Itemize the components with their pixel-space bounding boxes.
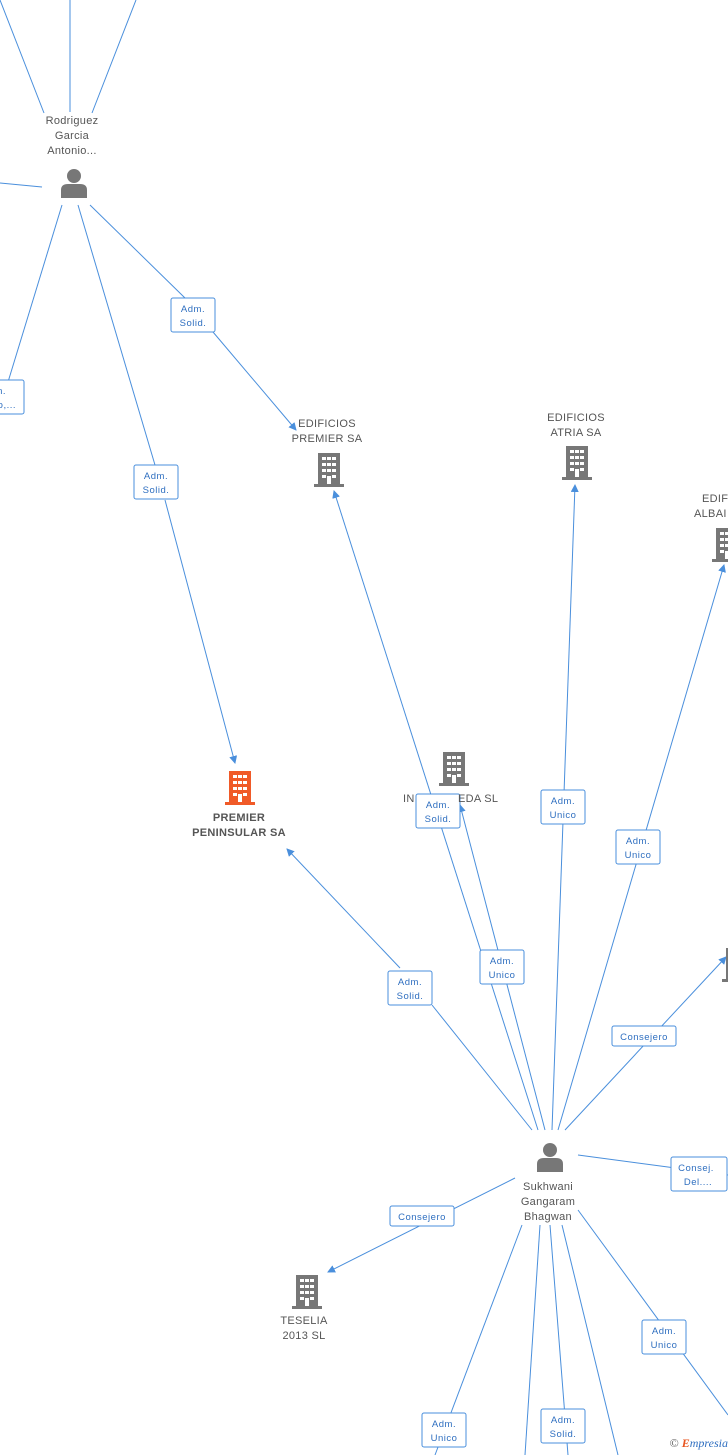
node-label: PREMIER (213, 812, 265, 824)
node-label: EDIFICIOS (298, 418, 356, 430)
node-label: ATRIA SA (550, 427, 601, 439)
svg-text:Consejero: Consejero (398, 1212, 446, 1223)
svg-text:Solid.: Solid. (143, 485, 170, 496)
company-node-edificios-atria[interactable]: EDIFICIOS ATRIA SA (547, 412, 605, 480)
svg-text:Consej.: Consej. (678, 1163, 714, 1174)
relation-badge[interactable]: Consej. Del.... (670, 1156, 728, 1192)
edge (77, 204, 156, 466)
edge (286, 848, 401, 969)
relation-badge[interactable]: Consejero (389, 1205, 455, 1227)
brand-name: mpresia (689, 1436, 728, 1450)
svg-text:Solid.: Solid. (397, 991, 424, 1002)
company-node-edificios-albai[interactable]: EDIFI ALBAI (694, 493, 728, 562)
svg-text:Adm.: Adm. (551, 796, 575, 807)
person-node-rodriguez[interactable]: Rodriguez Garcia Antonio... (46, 115, 99, 198)
company-node-premier-peninsular[interactable]: PREMIER PENINSULAR SA (192, 771, 286, 839)
company-node-partial-right[interactable] (722, 948, 728, 982)
relation-badge[interactable]: Adm. Solid. (415, 793, 461, 829)
svg-text:Solid.: Solid. (550, 1429, 577, 1440)
relation-badge[interactable]: n. o,... (0, 379, 25, 415)
svg-text:Solid.: Solid. (180, 318, 207, 329)
building-icon (722, 948, 728, 982)
svg-text:Adm.: Adm. (144, 471, 168, 482)
building-icon (439, 752, 469, 786)
edge (212, 331, 297, 431)
svg-text:Adm.: Adm. (626, 836, 650, 847)
building-icon (292, 1275, 322, 1309)
edge (91, 0, 137, 114)
node-label: Rodriguez (46, 115, 99, 127)
building-icon (712, 528, 728, 562)
edge (431, 1004, 533, 1131)
person-icon (61, 169, 87, 198)
svg-text:Adm.: Adm. (652, 1326, 676, 1337)
company-node-inda-meda[interactable]: IN EDA SL (403, 752, 498, 805)
building-icon (562, 446, 592, 480)
person-node-sukhwani[interactable]: Sukhwani Gangaram Bhagwan (521, 1143, 575, 1223)
edge (164, 499, 238, 764)
relation-badge[interactable]: Adm. Unico (641, 1319, 687, 1355)
node-label: Gangaram (521, 1196, 575, 1208)
node-label: EDIFICIOS (547, 412, 605, 424)
node-label: ALBAI (694, 508, 727, 520)
relation-badge[interactable]: Adm. Unico (615, 829, 661, 865)
edge (7, 204, 63, 383)
svg-text:Del....: Del.... (684, 1177, 712, 1188)
building-icon (314, 453, 344, 487)
building-icon (225, 771, 255, 805)
node-label: EDA SL (458, 793, 498, 805)
edge (89, 204, 186, 299)
brand-watermark: ©Empresia (670, 1436, 728, 1451)
relation-badge[interactable]: Adm. Solid. (540, 1408, 586, 1444)
svg-text:Adm.: Adm. (490, 956, 514, 967)
svg-text:Unico: Unico (625, 850, 652, 861)
relation-badge[interactable]: Consejero (611, 1025, 677, 1047)
relation-labels: Adm. Solid. Adm. Solid. n. o,... Adm. So… (0, 297, 728, 1448)
svg-text:Adm.: Adm. (426, 800, 450, 811)
svg-text:Unico: Unico (651, 1340, 678, 1351)
svg-text:Adm.: Adm. (398, 977, 422, 988)
svg-text:Unico: Unico (550, 810, 577, 821)
copyright-icon: © (669, 1436, 679, 1450)
svg-text:Consejero: Consejero (620, 1032, 668, 1043)
svg-text:Adm.: Adm. (432, 1419, 456, 1430)
node-label: PENINSULAR SA (192, 827, 286, 839)
node-label: EDIFI (702, 493, 728, 505)
node-label: Bhagwan (524, 1211, 572, 1223)
svg-text:Unico: Unico (489, 970, 516, 981)
node-label: IN (403, 793, 415, 805)
relation-badge[interactable]: Adm. Unico (479, 949, 525, 985)
svg-text:Solid.: Solid. (425, 814, 452, 825)
relation-badge[interactable]: Adm. Solid. (133, 464, 179, 500)
node-label: Garcia (55, 130, 90, 142)
node-label: Antonio... (47, 145, 96, 157)
edge (0, 182, 43, 188)
edge (0, 0, 45, 114)
relation-badge[interactable]: Adm. Solid. (170, 297, 216, 333)
node-label: Sukhwani (523, 1181, 573, 1193)
svg-text:Adm.: Adm. (181, 304, 205, 315)
relation-badge[interactable]: Adm. Solid. (387, 970, 433, 1006)
node-label: 2013 SL (282, 1330, 325, 1342)
relation-badge[interactable]: Adm. Unico (540, 789, 586, 825)
edge (524, 1224, 541, 1455)
company-node-teselia[interactable]: TESELIA 2013 SL (280, 1275, 328, 1342)
company-node-edificios-premier[interactable]: EDIFICIOS PREMIER SA (292, 418, 363, 487)
svg-text:n.: n. (0, 386, 6, 397)
svg-text:Unico: Unico (431, 1433, 458, 1444)
edge (577, 1209, 728, 1416)
svg-text:Adm.: Adm. (551, 1415, 575, 1426)
edge (561, 1224, 619, 1455)
svg-text:o,...: o,... (0, 400, 16, 411)
person-icon (537, 1143, 563, 1172)
relation-badge[interactable]: Adm. Unico (421, 1412, 467, 1448)
node-label: TESELIA (280, 1315, 328, 1327)
node-label: PREMIER SA (292, 433, 363, 445)
brand-e: E (681, 1436, 690, 1450)
